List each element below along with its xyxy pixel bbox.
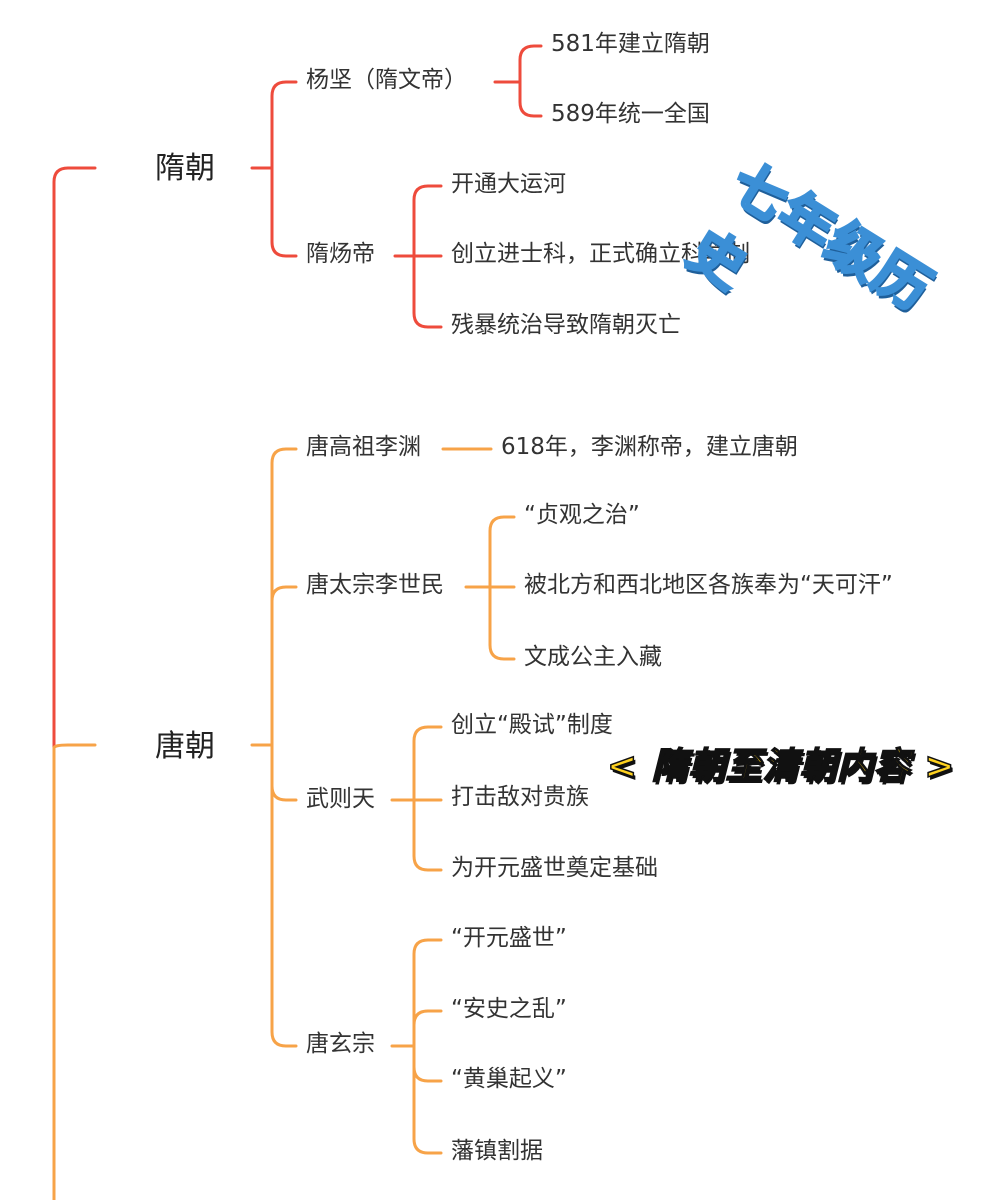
- fact-kaiyuan-foundation: 为开元盛世奠定基础: [451, 855, 658, 881]
- fact-fanzhen: 藩镇割据: [451, 1138, 543, 1164]
- fact-618-tang-founding: 618年，李渊称帝，建立唐朝: [501, 434, 798, 460]
- wuzetian-to-facts-edge-0: [412, 725, 443, 802]
- root-trunk-sui: [52, 166, 97, 750]
- xuanzong-to-facts-edge-3: [412, 1044, 443, 1155]
- root-tang-elbow: [52, 743, 97, 750]
- xuanzong-to-facts-edge-0: [412, 938, 443, 1048]
- yangdi-to-facts-edge-0: [412, 184, 443, 258]
- fact-hostile-nobles: 打击敌对贵族: [451, 784, 589, 810]
- tang-dynasty-node: 唐朝: [155, 729, 215, 764]
- tang-to-figures-edge-0: [270, 447, 298, 747]
- sui-yangdi-node: 隋炀帝: [306, 241, 375, 267]
- fact-tian-kehan: 被北方和西北地区各族奉为“天可汗”: [524, 572, 893, 598]
- fact-wencheng: 文成公主入藏: [524, 644, 662, 670]
- yangdi-to-facts-edge-2: [412, 254, 443, 329]
- yangjian-to-facts-edge-0: [518, 44, 543, 84]
- sui-branch-lines: [52, 44, 543, 750]
- lishimin-to-facts-edge-0: [488, 515, 516, 589]
- range-banner: < 隋朝至清朝内容 >: [606, 745, 956, 788]
- lishimin-to-facts-edge-2: [488, 585, 516, 661]
- li-yuan-node: 唐高祖李渊: [306, 434, 421, 460]
- fact-anshi: “安史之乱”: [451, 996, 567, 1022]
- fact-581-founding: 581年建立隋朝: [551, 31, 710, 57]
- fact-huangchao: “黄巢起义”: [451, 1066, 567, 1092]
- sui-to-figures-edge-0: [270, 80, 298, 170]
- wuzetian-to-facts-edge-2: [412, 798, 443, 872]
- li-shimin-node: 唐太宗李世民: [306, 572, 444, 598]
- fact-sui-fall: 残暴统治导致隋朝灭亡: [451, 312, 681, 338]
- yang-jian-node: 杨坚（隋文帝）: [306, 67, 467, 93]
- fact-grand-canal: 开通大运河: [451, 171, 566, 197]
- sui-dynasty-node: 隋朝: [155, 151, 215, 186]
- fact-imperial-exam: 创立进士科，正式确立科举制: [451, 241, 750, 267]
- xuanzong-to-facts-edge-2: [412, 1044, 443, 1083]
- tang-to-figures-edge-2: [270, 743, 298, 802]
- tang-to-figures-edge-1: [270, 585, 298, 747]
- xuanzong-to-facts-edge-1: [412, 1009, 443, 1048]
- sui-to-figures-edge-1: [270, 166, 298, 258]
- fact-589-unification: 589年统一全国: [551, 101, 710, 127]
- tang-branch-lines: [52, 447, 516, 1200]
- fact-zhenguan: “贞观之治”: [524, 502, 640, 528]
- fact-palace-exam: 创立“殿试”制度: [451, 712, 613, 738]
- wu-zetian-node: 武则天: [306, 786, 375, 812]
- yangjian-to-facts-edge-1: [518, 80, 543, 118]
- tang-to-figures-edge-3: [270, 743, 298, 1048]
- fact-kaiyuan: “开元盛世”: [451, 925, 567, 951]
- xuanzong-node: 唐玄宗: [306, 1031, 375, 1057]
